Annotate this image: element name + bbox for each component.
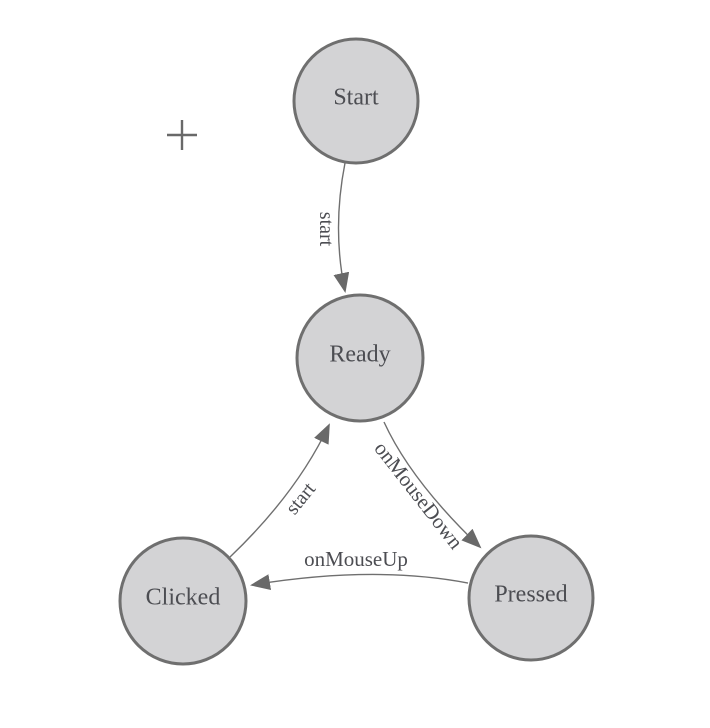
state-node-start[interactable]: Start [292, 37, 420, 165]
edge-label-onmousedown: onMouseDown [369, 437, 468, 554]
state-node-ready-label: Ready [329, 341, 390, 367]
state-node-clicked-circle[interactable] [118, 536, 248, 666]
edge-label-start-2: start [281, 478, 320, 519]
edge-pressed-to-clicked[interactable]: onMouseUp [250, 547, 469, 590]
state-node-ready[interactable]: Ready [295, 293, 425, 423]
edge-label-onmouseup: onMouseUp [304, 547, 408, 571]
edge-ready-to-pressed-line[interactable] [383, 421, 482, 549]
state-node-pressed[interactable]: Pressed [467, 534, 595, 662]
plus-icon[interactable] [167, 120, 197, 150]
edge-label-start-1: start [315, 212, 337, 247]
edge-start-to-ready-line[interactable] [333, 162, 350, 293]
state-node-start-label: Start [333, 84, 379, 110]
edge-start-to-ready[interactable]: start [315, 162, 350, 293]
edge-clicked-to-ready[interactable]: start [229, 423, 330, 558]
edge-pressed-to-clicked-line[interactable] [250, 573, 469, 590]
state-node-pressed-circle[interactable] [467, 534, 595, 662]
state-node-pressed-label: Pressed [494, 581, 567, 607]
edge-clicked-to-ready-line[interactable] [229, 423, 330, 558]
state-node-start-circle[interactable] [292, 37, 420, 165]
state-node-ready-circle[interactable] [295, 293, 425, 423]
edge-ready-to-pressed[interactable]: onMouseDown [369, 421, 482, 554]
state-node-clicked[interactable]: Clicked [118, 536, 248, 666]
state-node-clicked-label: Clicked [146, 584, 221, 610]
